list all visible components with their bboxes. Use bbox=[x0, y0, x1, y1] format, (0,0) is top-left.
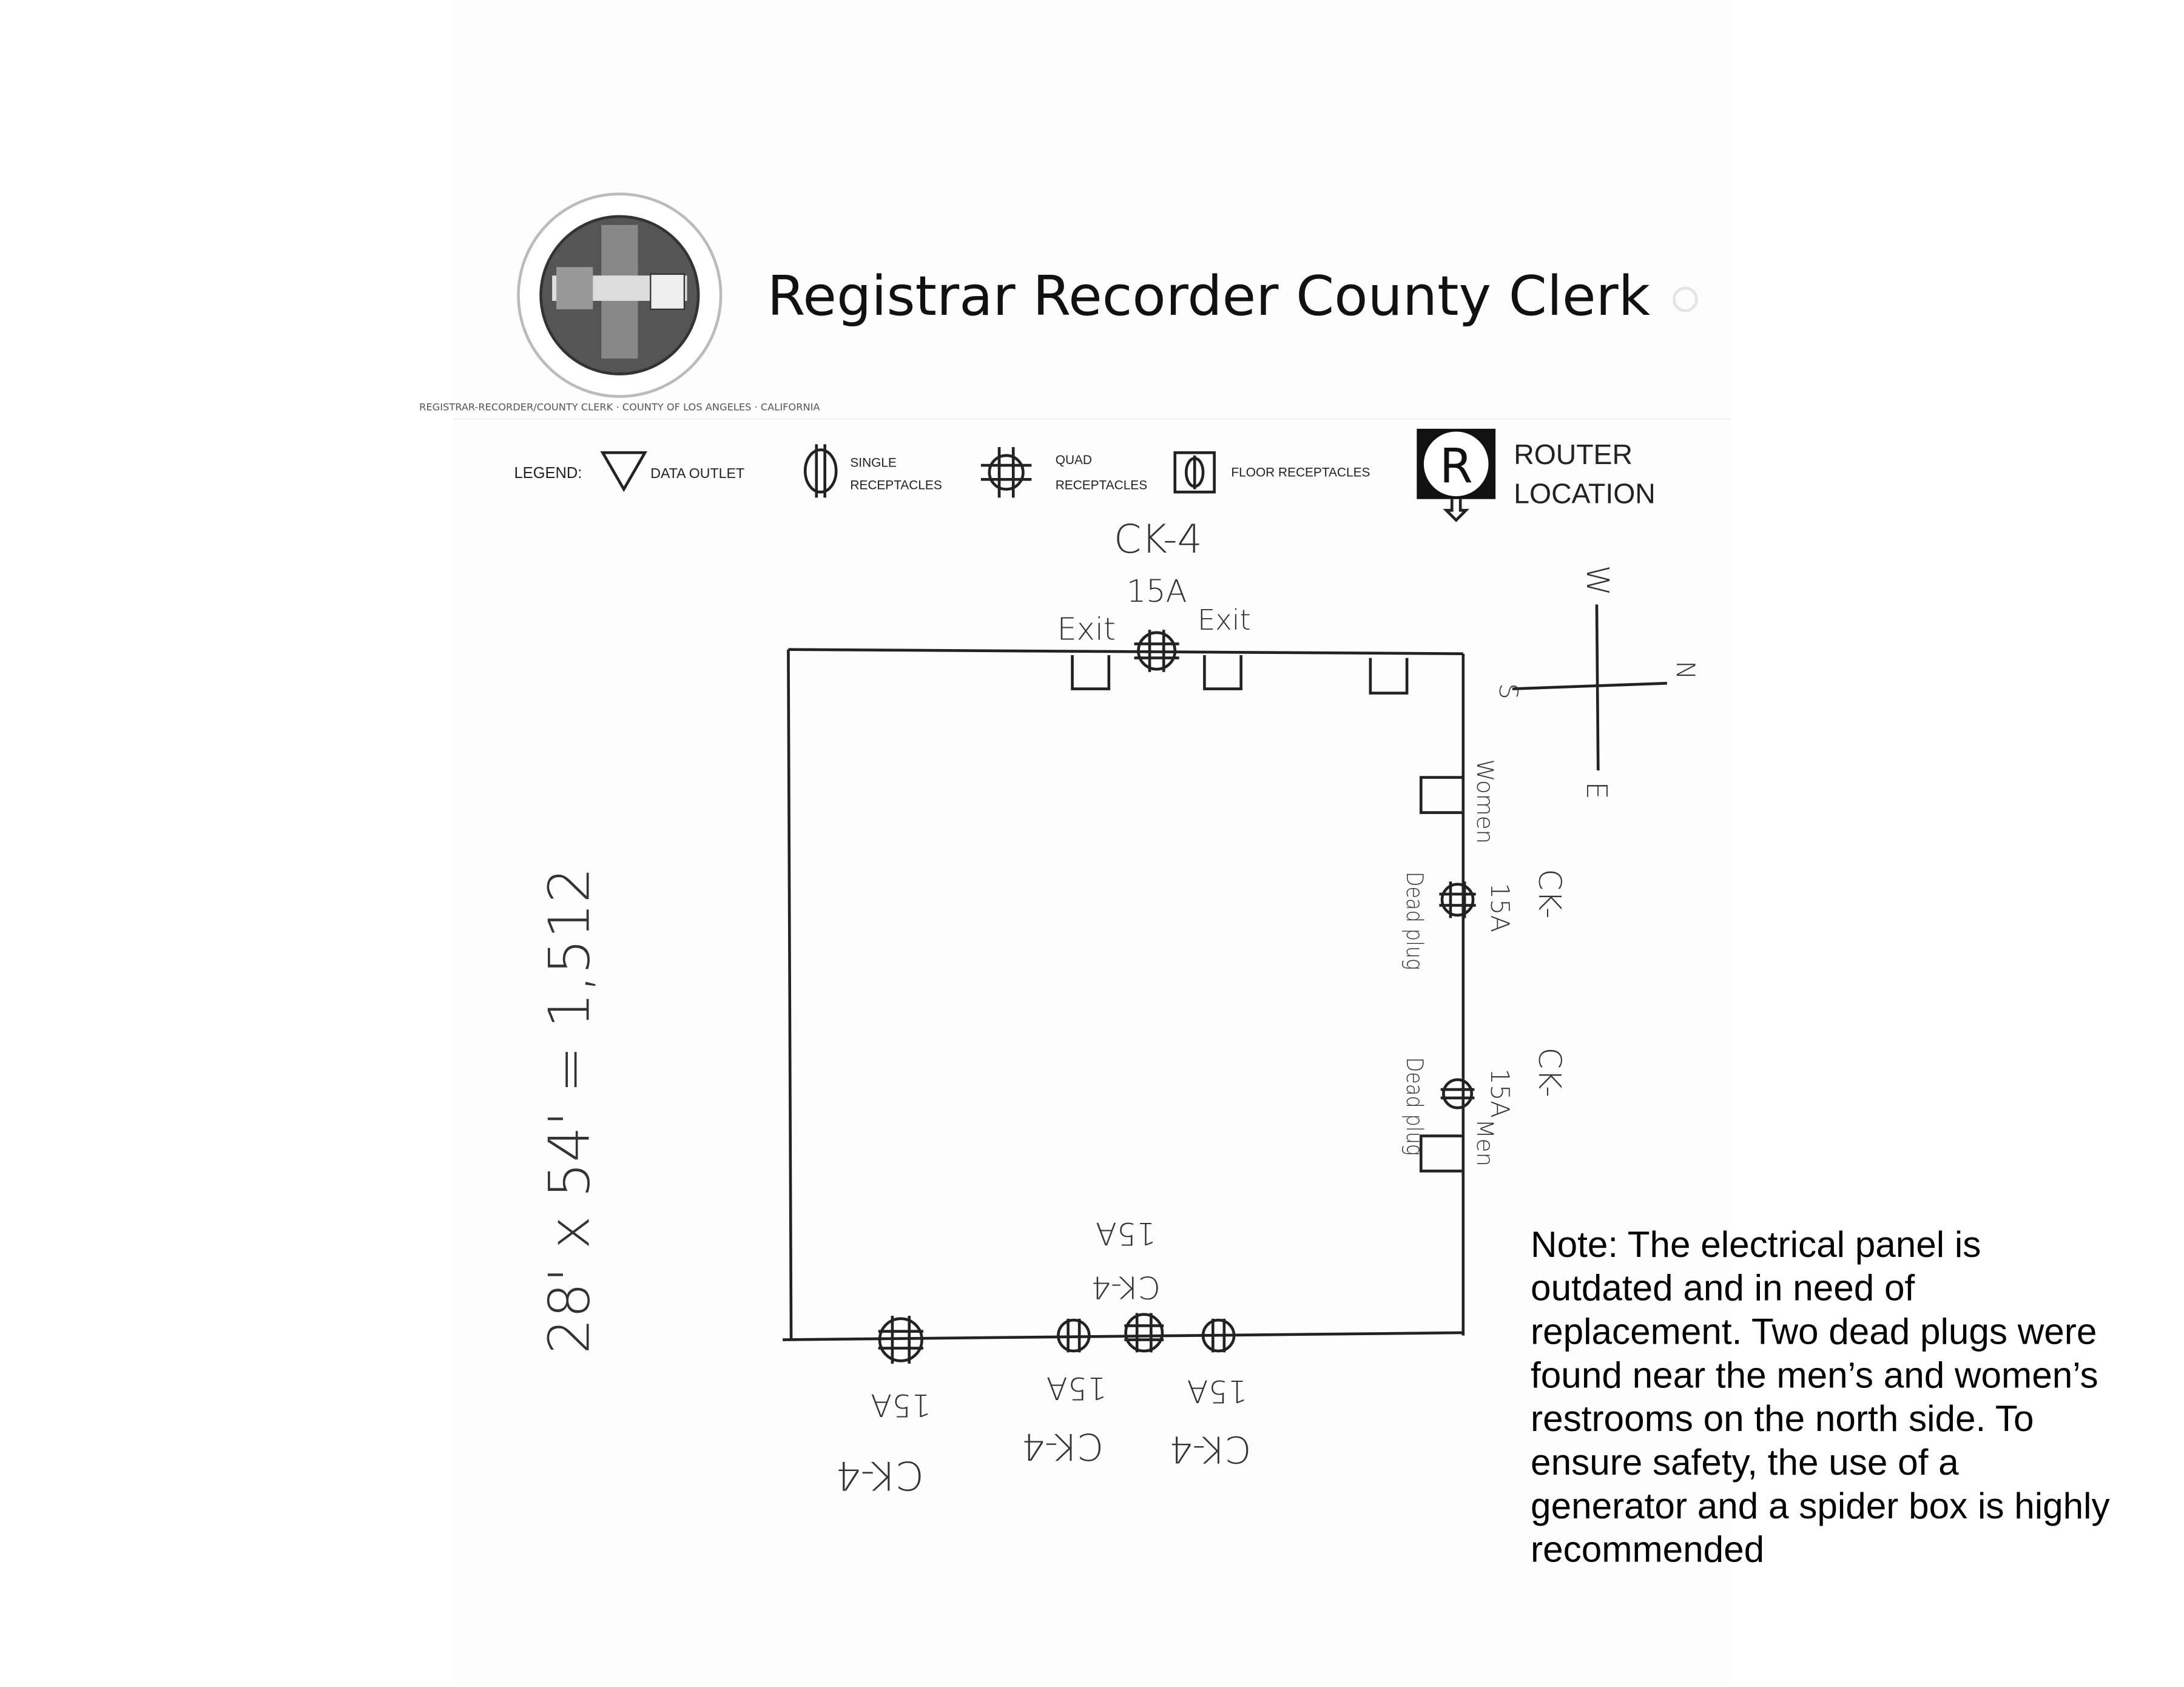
note-line: ensure safety, the use of a bbox=[1531, 1441, 1959, 1483]
floor-receptacle-icon bbox=[1173, 451, 1216, 494]
data-outlet-marks bbox=[1071, 655, 1463, 1173]
legend: LEGEND: DATA OUTLET SINGLE RECEPTACLES Q… bbox=[514, 428, 1656, 522]
bottom-2-circuit: CK-4 bbox=[1022, 1425, 1104, 1467]
electrical-note: Note: The electrical panel is outdated a… bbox=[1531, 1224, 2110, 1570]
seal-text: REGISTRAR-RECORDER/COUNTY CLERK · COUNTY… bbox=[419, 402, 820, 413]
quad-receptacle bbox=[1124, 1313, 1164, 1353]
single-receptacle bbox=[1057, 1318, 1091, 1353]
quad-receptacle bbox=[1439, 881, 1476, 918]
legend-quad-2: RECEPTACLES bbox=[1056, 478, 1147, 492]
page-title: Registrar Recorder County Clerk bbox=[767, 264, 1651, 328]
note-line: outdated and in need of bbox=[1531, 1267, 1915, 1308]
note-line: recommended bbox=[1531, 1529, 1764, 1570]
right-1-amps: 15A bbox=[1485, 883, 1515, 932]
data-outlet bbox=[1419, 1134, 1463, 1173]
data-outlet-icon bbox=[600, 451, 648, 493]
note-line: found near the men’s and women’s bbox=[1531, 1354, 2098, 1395]
data-outlet bbox=[1203, 655, 1242, 690]
compass: W N E S bbox=[1494, 565, 1700, 800]
legend-single-2: RECEPTACLES bbox=[850, 478, 942, 492]
data-outlet bbox=[1071, 655, 1111, 690]
note-line: replacement. Two dead plugs were bbox=[1531, 1311, 2097, 1352]
bottom-1-circuit: CK-4 bbox=[835, 1452, 924, 1498]
bottom-inner-circuit: CK-4 bbox=[1091, 1268, 1160, 1304]
legend-quad-1: QUAD bbox=[1056, 453, 1092, 467]
bottom-3-amps: 15A bbox=[1187, 1373, 1247, 1409]
county-seal-logo bbox=[517, 192, 723, 398]
men-restroom-label: Men bbox=[1472, 1119, 1498, 1167]
data-outlet bbox=[1419, 776, 1463, 814]
compass-south: S bbox=[1494, 683, 1523, 699]
legend-router-2: LOCATION bbox=[1514, 478, 1655, 510]
exit-left-label: Exit bbox=[1057, 611, 1116, 647]
single-receptacle-icon bbox=[803, 444, 838, 498]
quad-receptacle-icon bbox=[980, 446, 1032, 498]
right-2-circuit: CK- bbox=[1531, 1048, 1567, 1097]
faint-circle-icon bbox=[1673, 286, 1698, 312]
right-2-dead-plug: Dead plug bbox=[1401, 1057, 1427, 1156]
note-line: generator and a spider box is highly bbox=[1531, 1485, 2110, 1526]
single-receptacle bbox=[1440, 1078, 1475, 1110]
legend-single-1: SINGLE bbox=[850, 456, 896, 470]
right-1-dead-plug: Dead plug bbox=[1401, 872, 1427, 970]
top-circuit-label: CK-4 bbox=[1114, 517, 1202, 562]
router-icon: R bbox=[1417, 428, 1496, 522]
legend-floor: FLOOR RECEPTACLES bbox=[1231, 466, 1370, 480]
note-line: Note: The electrical panel is bbox=[1531, 1224, 1981, 1265]
women-restroom-label: Women bbox=[1472, 759, 1498, 844]
compass-north: N bbox=[1671, 661, 1700, 679]
bottom-3-circuit: CK-4 bbox=[1169, 1427, 1251, 1470]
data-outlet bbox=[1369, 658, 1409, 695]
quad-receptacle bbox=[878, 1316, 923, 1364]
note-line: restrooms on the north side. To bbox=[1531, 1398, 2034, 1439]
compass-west: W bbox=[1579, 565, 1615, 596]
room-outline bbox=[783, 648, 1465, 1341]
top-amps-label: 15A bbox=[1127, 574, 1187, 610]
bottom-2-amps: 15A bbox=[1046, 1370, 1107, 1406]
legend-label: LEGEND: bbox=[514, 465, 582, 482]
quad-receptacle bbox=[1134, 630, 1179, 672]
exit-right-label: Exit bbox=[1198, 604, 1251, 636]
room-dimensions: 28' x 54' = 1,512 bbox=[536, 867, 602, 1355]
single-receptacle bbox=[1201, 1318, 1236, 1353]
bottom-1-amps: 15A bbox=[871, 1387, 931, 1423]
right-2-amps: 15A bbox=[1485, 1068, 1515, 1118]
right-1-circuit: CK- bbox=[1531, 869, 1567, 918]
legend-router-1: ROUTER bbox=[1514, 439, 1633, 470]
router-glyph: R bbox=[1440, 438, 1473, 494]
compass-east: E bbox=[1580, 782, 1613, 800]
legend-data-outlet: DATA OUTLET bbox=[650, 465, 744, 481]
bottom-inner-amps: 15A bbox=[1096, 1215, 1156, 1251]
